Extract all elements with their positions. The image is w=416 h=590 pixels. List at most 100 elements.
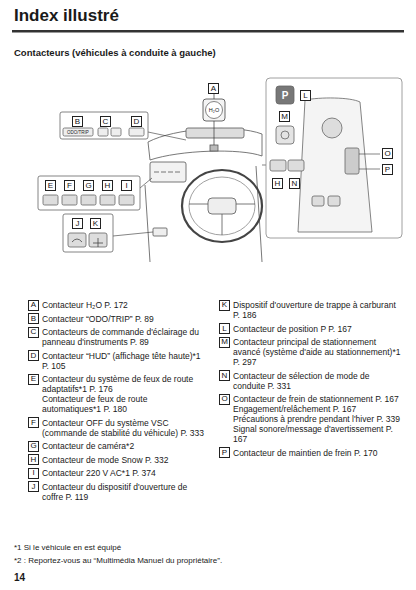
callout-text: B <box>75 118 80 126</box>
callout-letter: B <box>72 116 83 127</box>
callout-letter: B <box>28 313 39 324</box>
entry-description: Contacteur H₂O P. 172 <box>42 300 207 310</box>
callout-text: I <box>32 469 34 477</box>
callout-letter: F <box>28 417 39 428</box>
callout-text: I <box>125 182 127 190</box>
callout-letter: L <box>219 323 230 334</box>
entry-description: Contacteur de frein de stationnement P. … <box>233 394 401 404</box>
dashboard <box>145 128 262 262</box>
callout-text: D <box>134 118 140 126</box>
entry-description: Dispositif d'ouverture de trappe à carbu… <box>233 300 401 320</box>
callout-letter: M <box>219 337 230 348</box>
console-inset <box>262 78 402 238</box>
callout-letter: L <box>300 90 311 101</box>
entry-description: Contacteur de position P P. 167 <box>233 324 401 334</box>
callout-letter: H <box>272 178 283 189</box>
entry-description: Contacteur de caméra*2 <box>42 441 207 451</box>
entry-description: Contacteur OFF du système VSC (commande … <box>42 418 207 438</box>
entry-description: Contacteurs de commande d'éclairage du p… <box>42 327 207 347</box>
callout-text: M <box>221 338 228 346</box>
callout-letter: A <box>28 300 39 311</box>
section-heading: Contacteurs (véhicules à conduite à gauc… <box>14 47 216 59</box>
callout-text: N <box>222 372 228 380</box>
callout-text: L <box>303 92 307 100</box>
page-number: 14 <box>14 573 25 583</box>
callout-text: A <box>211 85 216 93</box>
callout-letter: N <box>219 370 230 381</box>
entry-description: Contacteur principal de stationnement av… <box>233 337 401 367</box>
inset-panel <box>38 176 152 210</box>
inset-panel <box>63 214 153 252</box>
page-title: Index illustré <box>14 6 119 26</box>
callout-text: A <box>31 301 36 309</box>
h2o-button <box>203 94 225 145</box>
callout-letter: J <box>72 218 83 229</box>
callout-letter: I <box>121 180 132 191</box>
callout-text: P <box>385 166 390 174</box>
callout-letter: D <box>131 116 142 127</box>
button-text: P <box>276 90 294 101</box>
callout-letter: G <box>83 180 94 191</box>
title-rule <box>12 30 404 33</box>
callout-text: G <box>30 442 36 450</box>
callout-text: B <box>31 315 36 323</box>
callout-letter: M <box>279 111 290 122</box>
callout-text: N <box>292 180 298 188</box>
callout-text: C <box>103 118 109 126</box>
callout-letter: O <box>382 148 393 159</box>
button-text: H₂O <box>203 107 225 113</box>
callout-text: J <box>32 483 36 491</box>
callout-text: M <box>281 113 288 121</box>
inset-panel <box>60 112 186 140</box>
callout-text: F <box>31 419 36 427</box>
entry-description: Contacteur de feux de route automatiques… <box>42 394 207 414</box>
callout-letter: G <box>28 441 39 452</box>
callout-text: E <box>48 182 53 190</box>
entry-description: Contacteur “ODO/TRIP” P. 89 <box>42 314 207 324</box>
callout-letter: F <box>64 180 75 191</box>
callout-letter: H <box>102 180 113 191</box>
callout-text: H <box>275 180 281 188</box>
entry-description: Signal sonore/message d'avertissement P.… <box>233 424 401 444</box>
footnote: *1 Si le véhicule en est équipé <box>14 543 402 553</box>
entry-description: Contacteur de maintien de frein P. 170 <box>233 448 401 458</box>
callout-text: E <box>31 375 36 383</box>
callout-letter: C <box>100 116 111 127</box>
callout-text: D <box>31 352 37 360</box>
callout-text: K <box>93 220 98 228</box>
callout-letter: D <box>28 350 39 361</box>
entry-description: Contacteur du système de feux de route a… <box>42 374 207 394</box>
callout-letter: N <box>289 178 300 189</box>
button-text: ODO/TRIP <box>63 130 93 135</box>
callout-letter: I <box>28 468 39 479</box>
entry-description: Contacteur “HUD” (affichage tête haute)*… <box>42 351 207 371</box>
callout-text: K <box>222 301 227 309</box>
callout-text: H <box>31 456 37 464</box>
callout-text: F <box>67 182 72 190</box>
callout-letter: C <box>28 327 39 338</box>
callout-letter: H <box>28 454 39 465</box>
callout-text: L <box>222 325 226 333</box>
callout-letter: E <box>28 374 39 385</box>
entry-description: Contacteur du dispositif d'ouverture de … <box>42 482 207 502</box>
entry-description: Contacteur 220 V AC*1 P. 374 <box>42 468 207 478</box>
callout-letter: K <box>219 300 230 311</box>
callout-letter: K <box>90 218 101 229</box>
callout-text: C <box>31 328 37 336</box>
entry-description: Contacteur de sélection de mode de condu… <box>233 371 401 391</box>
callout-text: O <box>384 150 390 158</box>
callout-letter: P <box>219 447 230 458</box>
callout-letter: J <box>28 481 39 492</box>
callout-text: H <box>105 182 111 190</box>
callout-letter: P <box>382 164 393 175</box>
callout-letter: O <box>219 394 230 405</box>
callout-text: J <box>76 220 80 228</box>
callout-letter: A <box>208 83 219 94</box>
callout-text: O <box>221 395 227 403</box>
entry-description: Précautions à prendre pendant l'hiver P.… <box>233 414 401 424</box>
callout-text: P <box>222 449 227 457</box>
entry-description: Engagement/relâchement P. 167 <box>233 404 401 414</box>
callout-text: G <box>85 182 91 190</box>
entry-description: Contacteur de mode Snow P. 332 <box>42 455 207 465</box>
